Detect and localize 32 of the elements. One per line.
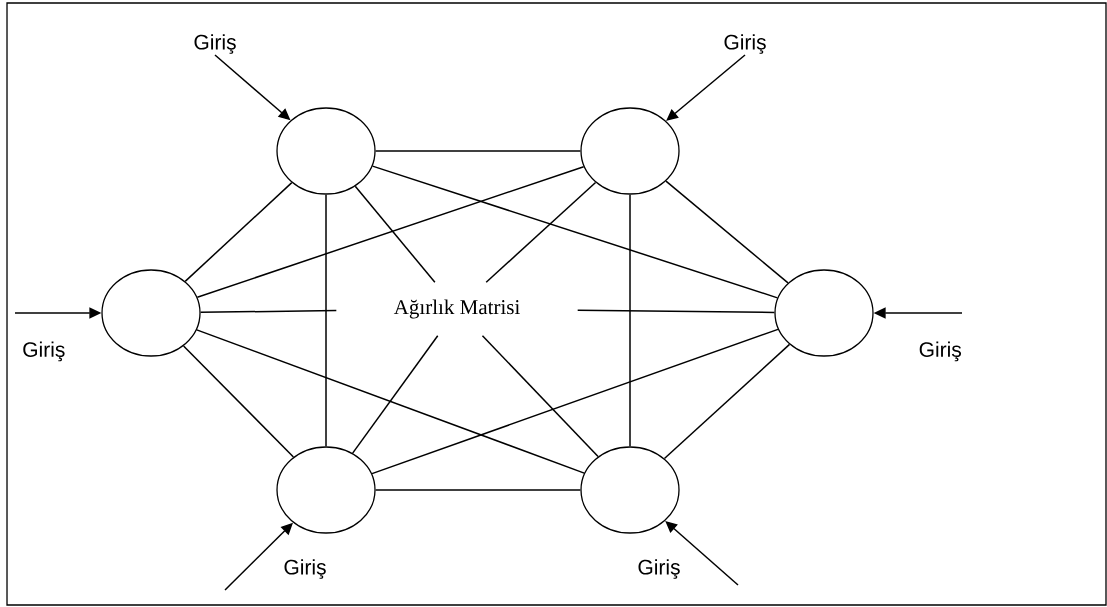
connector-line xyxy=(665,180,789,284)
connector-line xyxy=(325,193,327,448)
input-label: Giriş xyxy=(194,34,236,54)
connector-line xyxy=(199,309,338,314)
connector-line xyxy=(629,193,631,448)
input-label: Giriş xyxy=(284,559,326,579)
connector-line xyxy=(374,489,582,491)
connector-line xyxy=(184,181,293,283)
input-arrow xyxy=(666,54,746,121)
circle-node xyxy=(580,446,680,534)
circle-node xyxy=(276,446,376,534)
center-label: Ağırlık Matrisi xyxy=(393,299,520,319)
connector-line xyxy=(354,185,436,284)
circle-node xyxy=(774,269,874,357)
connector-line xyxy=(663,343,791,460)
connector-line xyxy=(485,181,597,284)
circle-node xyxy=(276,107,376,195)
circle-node xyxy=(580,107,680,195)
connector-line xyxy=(576,309,776,314)
input-label: Giriş xyxy=(23,341,65,362)
connector-line xyxy=(481,334,599,458)
input-label: Giriş xyxy=(919,341,962,362)
connector-line xyxy=(351,334,439,454)
connector-line xyxy=(182,345,295,458)
input-label: Giriş xyxy=(724,34,766,54)
connector-line xyxy=(196,165,585,299)
circle-node xyxy=(101,269,201,357)
connector-line xyxy=(371,328,779,475)
connector-line xyxy=(374,150,582,152)
input-label: Giriş xyxy=(638,559,680,579)
connector-line xyxy=(371,165,779,299)
connector-line xyxy=(196,329,585,474)
